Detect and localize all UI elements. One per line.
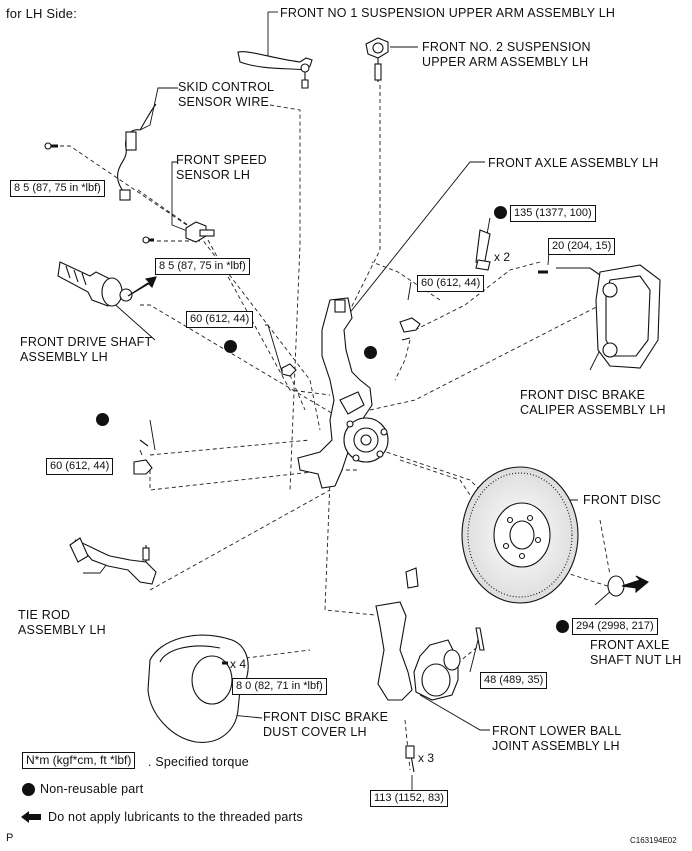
nonreusable-dot-tie-rod-nut xyxy=(96,413,109,426)
label-caliper: FRONT DISC BRAKE CALIPER ASSEMBLY LH xyxy=(520,388,666,418)
label-tierod-line2: ASSEMBLY LH xyxy=(18,623,106,637)
legend-torque-box: N*m (kgf*cm, ft *lbf) xyxy=(22,752,136,769)
speed-sensor-part xyxy=(142,221,215,244)
torque-caliper: 20 (204, 15) xyxy=(548,238,616,255)
label-upper-arm-1: FRONT NO 1 SUSPENSION UPPER ARM ASSEMBLY… xyxy=(280,6,616,20)
label-drive-line2: ASSEMBLY LH xyxy=(20,350,108,364)
label-skid-sensor-wire: SKID CONTROL SENSOR WIRE xyxy=(178,80,274,110)
label-nut-line1: FRONT AXLE xyxy=(590,638,670,652)
disc-part xyxy=(461,466,579,604)
caliper-part xyxy=(538,264,661,369)
label-axle-nut: FRONT AXLE SHAFT NUT LH xyxy=(590,638,682,668)
skid-sensor-wire-part xyxy=(44,103,157,201)
tierod-nut-part xyxy=(133,439,153,475)
legend-torque-text: . Specified torque xyxy=(148,755,249,769)
multiplier-upper-bolt: x 2 xyxy=(494,250,511,264)
torque-upper-nut: 60 (612, 44) xyxy=(417,275,485,292)
page-title: for LH Side: xyxy=(6,6,78,21)
nonreusable-dot-arm-nut xyxy=(224,340,237,353)
label-axle-assembly: FRONT AXLE ASSEMBLY LH xyxy=(488,156,659,170)
nonreusable-dot-upper-nut xyxy=(364,346,377,359)
label-tierod-line1: TIE ROD xyxy=(18,608,71,622)
upper-nut-part xyxy=(399,317,421,341)
torque-arm-nut: 60 (612, 44) xyxy=(186,311,254,328)
label-upper-arm-2-line1: FRONT NO. 2 SUSPENSION xyxy=(422,40,591,54)
multiplier-lower-bolt: x 3 xyxy=(418,751,435,765)
tierod-part xyxy=(69,537,157,585)
torque-ball-joint: 48 (489, 35) xyxy=(480,672,548,689)
upper-arm-2-part xyxy=(365,37,389,82)
label-speed-sensor: FRONT SPEED SENSOR LH xyxy=(176,153,267,183)
arrow-left-icon xyxy=(21,811,41,823)
torque-axle-nut: 294 (2998, 217) xyxy=(572,618,658,635)
label-drive-line1: FRONT DRIVE SHAFT xyxy=(20,335,153,349)
label-dust-cover: FRONT DISC BRAKE DUST COVER LH xyxy=(263,710,388,740)
label-nut-line2: SHAFT NUT LH xyxy=(590,653,682,667)
torque-tie-rod: 60 (612, 44) xyxy=(46,458,114,475)
nonreusable-dot-upper-bolt xyxy=(494,206,507,219)
legend-nonreusable-text: Non-reusable part xyxy=(40,782,144,796)
label-tie-rod: TIE ROD ASSEMBLY LH xyxy=(18,608,106,638)
nonreusable-dot-axle-nut xyxy=(556,620,569,633)
label-upper-arm-2: FRONT NO. 2 SUSPENSION UPPER ARM ASSEMBL… xyxy=(422,40,591,70)
label-upper-arm-2-line2: UPPER ARM ASSEMBLY LH xyxy=(422,55,589,69)
torque-speed-sensor: 8 5 (87, 75 in *lbf) xyxy=(155,258,250,275)
upper-arm-1-part xyxy=(237,51,313,89)
leader-lines xyxy=(83,11,613,790)
label-lower-ball-joint: FRONT LOWER BALL JOINT ASSEMBLY LH xyxy=(492,724,621,754)
drive-shaft-part xyxy=(57,261,157,307)
label-speed-line2: SENSOR LH xyxy=(176,168,251,182)
label-dust-line2: DUST COVER LH xyxy=(263,725,367,739)
label-drive-shaft: FRONT DRIVE SHAFT ASSEMBLY LH xyxy=(20,335,152,365)
axle-knuckle-part xyxy=(297,297,389,489)
footer-code: C163194E02 xyxy=(630,836,677,845)
legend-no-lube-text: Do not apply lubricants to the threaded … xyxy=(48,810,303,824)
label-ball-line2: JOINT ASSEMBLY LH xyxy=(492,739,620,753)
footer-left: P xyxy=(6,832,14,844)
label-caliper-line1: FRONT DISC BRAKE xyxy=(520,388,646,402)
label-skid-line1: SKID CONTROL xyxy=(178,80,275,94)
axle-nut-part xyxy=(607,575,649,597)
torque-lower-bolt: 113 (1152, 83) xyxy=(370,790,448,807)
label-caliper-line2: CALIPER ASSEMBLY LH xyxy=(520,403,666,417)
lower-ball-joint-part xyxy=(375,567,485,773)
label-disc: FRONT DISC xyxy=(583,493,662,507)
arm-nut-part xyxy=(281,363,297,377)
label-dust-line1: FRONT DISC BRAKE xyxy=(263,710,389,724)
legend-dot-icon xyxy=(22,783,35,796)
multiplier-dust-cover: x 4 xyxy=(230,657,247,671)
torque-upper-bolt: 135 (1377, 100) xyxy=(510,205,596,222)
label-skid-line2: SENSOR WIRE xyxy=(178,95,270,109)
torque-skid-sensor: 8 5 (87, 75 in *lbf) xyxy=(10,180,105,197)
upper-bolt-part xyxy=(475,229,491,271)
label-speed-line1: FRONT SPEED xyxy=(176,153,267,167)
torque-dust-cover: 8 0 (82, 71 in *lbf) xyxy=(232,678,327,695)
label-ball-line1: FRONT LOWER BALL xyxy=(492,724,622,738)
